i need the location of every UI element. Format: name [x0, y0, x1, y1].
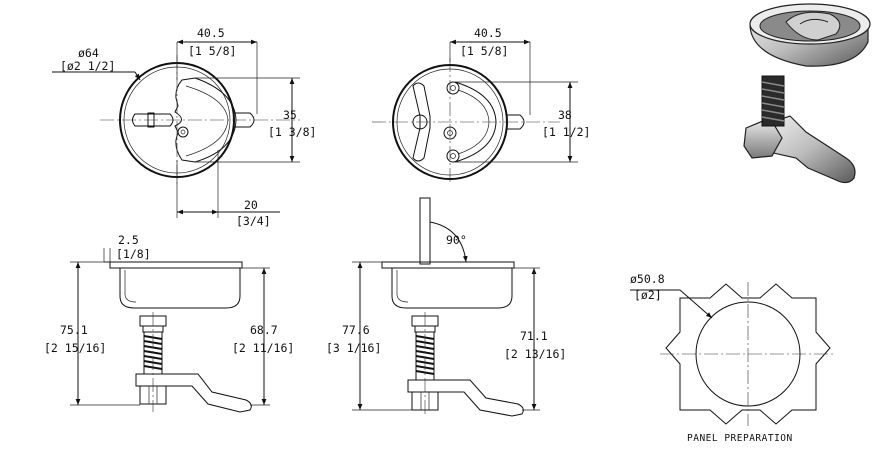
overall-mm-label: 77.6: [342, 323, 370, 337]
cutout-mm-label: ø50.8: [630, 272, 665, 286]
height-in-label: [1 1/2]: [542, 125, 590, 139]
diameter-mm-label: ø64: [78, 46, 99, 60]
flange-mm-label: 2.5: [118, 233, 139, 247]
cutout-in-label: [ø2]: [634, 288, 662, 302]
overall-in-label: [2 15/16]: [44, 341, 106, 355]
overall-mm-label: 75.1: [60, 323, 88, 337]
height-mm-label: 38: [558, 108, 572, 122]
panel-caption: PANEL PREPARATION: [687, 433, 793, 444]
grip-mm-label: 68.7: [250, 323, 278, 337]
product-illustration: [743, 3, 871, 184]
side-view-right: 90° 77.6 [3 1/16] 71.1 [2 13/16]: [326, 197, 566, 417]
angle-label: 90°: [446, 233, 467, 247]
width-mm-label: 40.5: [197, 26, 225, 40]
latch-side-outline: [109, 261, 252, 413]
height-mm-label: 35: [283, 108, 297, 122]
grip-mm-label: 71.1: [520, 329, 548, 343]
width-in-label: [1 5/8]: [460, 44, 508, 58]
latch-side-outline: [381, 197, 524, 417]
side-view-left: 2.5 [1/8] 75.1 [2 15/16] 68.7 [2 11/16]: [44, 233, 294, 413]
grip-in-label: [2 13/16]: [504, 347, 566, 361]
offset-mm-label: 20: [244, 198, 258, 212]
overall-in-label: [3 1/16]: [326, 341, 381, 355]
top-view-left: ø64 [ø2 1/2] 40.5 [1 5/8] 35 [1 3/8] 20 …: [52, 26, 316, 228]
width-mm-label: 40.5: [474, 26, 502, 40]
height-in-label: [1 3/8]: [268, 125, 316, 139]
top-view-right: 40.5 [1 5/8] 38 [1 1/2]: [372, 26, 590, 185]
panel-cutout-outline: [665, 283, 831, 425]
diameter-in-label: [ø2 1/2]: [60, 59, 115, 73]
offset-in-label: [3/4]: [236, 214, 271, 228]
panel-preparation: ø50.8 [ø2] PANEL PREPARATION: [630, 272, 836, 444]
flange-in-label: [1/8]: [116, 247, 151, 261]
grip-in-label: [2 11/16]: [232, 341, 294, 355]
width-in-label: [1 5/8]: [188, 44, 236, 58]
